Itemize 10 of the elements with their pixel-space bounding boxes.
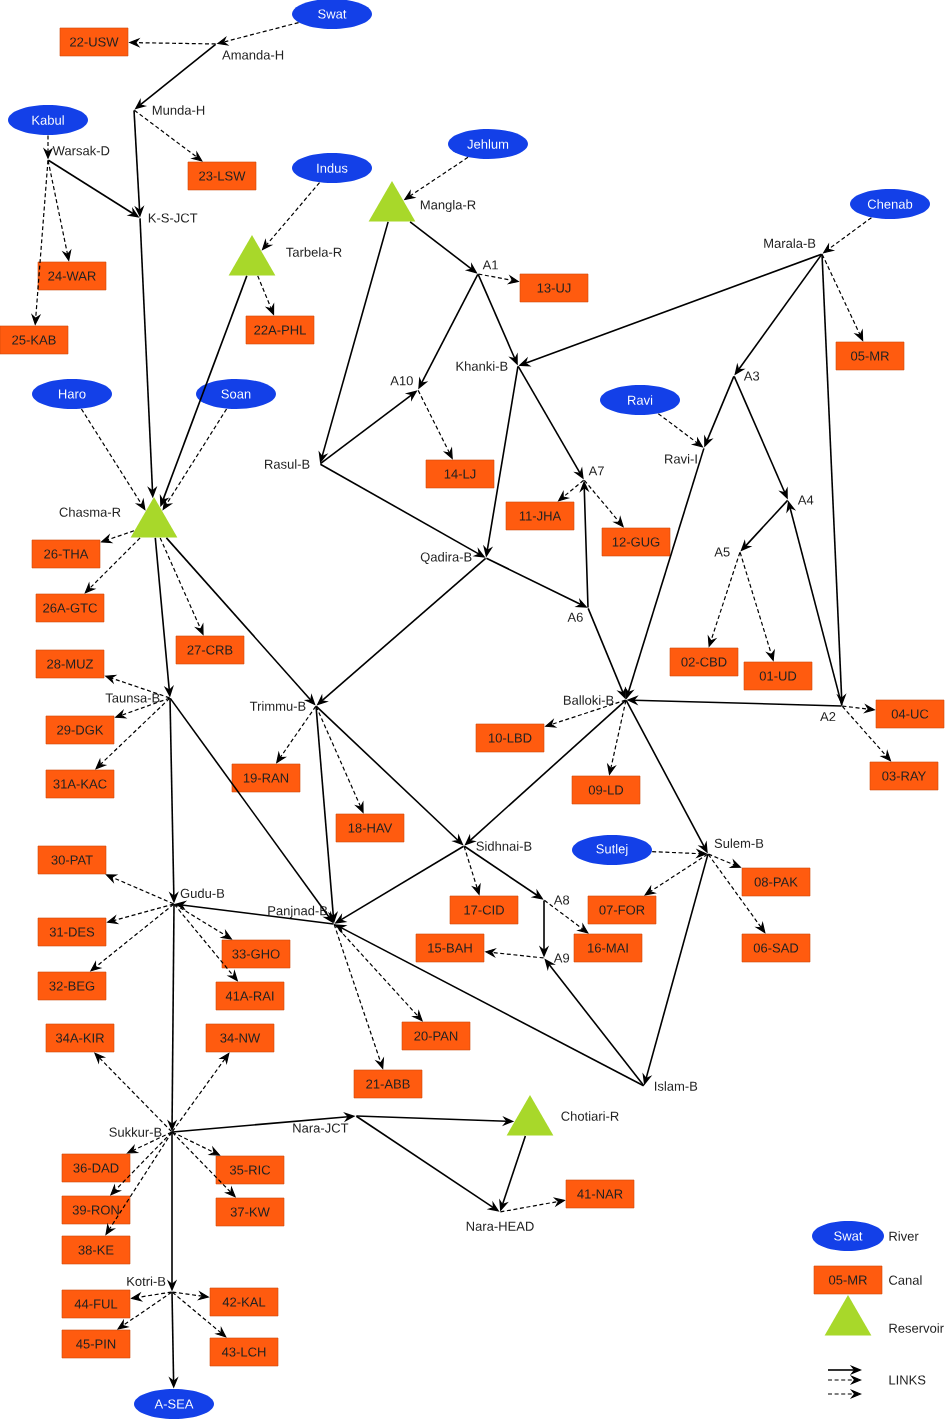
arrow [133,109,203,162]
arrow [171,1291,227,1338]
arrow [333,923,423,1022]
arrow [84,537,141,594]
arrow [583,479,624,528]
arrow [94,1052,173,1133]
arrow [105,874,175,905]
arrow [261,182,321,251]
arrow [543,899,589,934]
arrow [171,1052,230,1133]
